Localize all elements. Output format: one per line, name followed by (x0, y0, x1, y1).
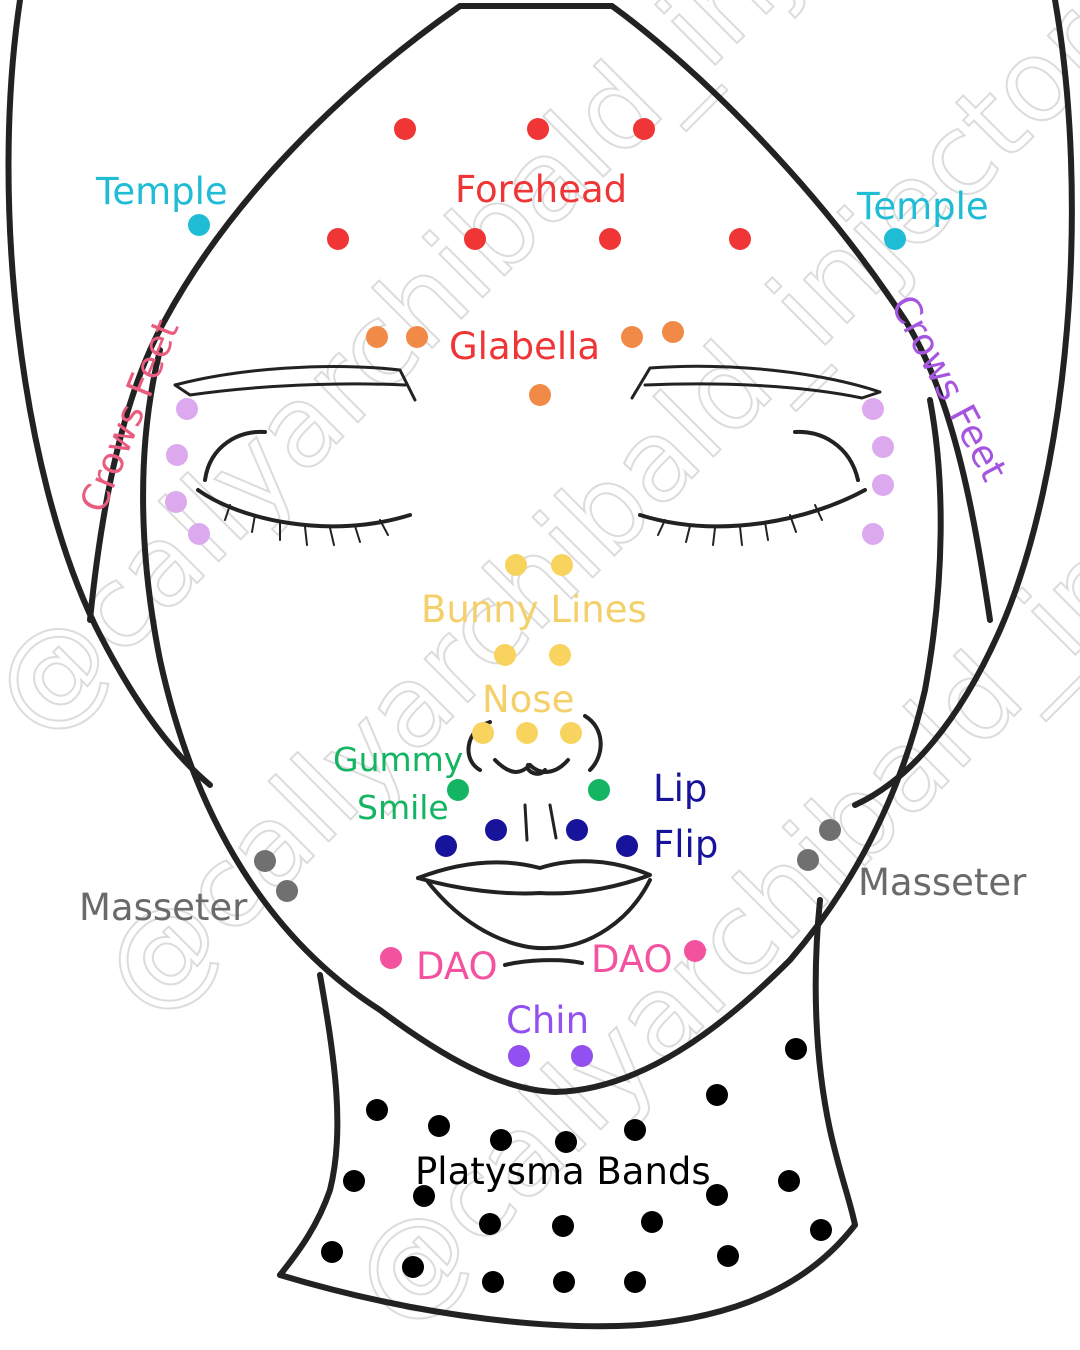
platysma-point (413, 1185, 435, 1207)
hair-outline (5, 0, 1075, 808)
nose-point (516, 722, 538, 744)
platysma-point (479, 1213, 501, 1235)
crows-feet-point (872, 436, 894, 458)
glabella-point (621, 326, 643, 348)
forehead-points (327, 118, 751, 250)
platysma-point (810, 1219, 832, 1241)
collar-line (277, 1222, 858, 1330)
bunny-lines-point (549, 644, 571, 666)
face-outline (5, 0, 1075, 1330)
left-eye (196, 429, 412, 529)
forehead-point (327, 228, 349, 250)
forehead-point (599, 228, 621, 250)
nose-point (560, 722, 582, 744)
gummy-smile-point (588, 779, 610, 801)
masseter-points (254, 819, 841, 902)
glabella-point (529, 384, 551, 406)
temple-point (188, 214, 210, 236)
temple-points (188, 214, 906, 250)
platysma-point (553, 1271, 575, 1293)
platysma-point (706, 1184, 728, 1206)
lip-flip-point (616, 835, 638, 857)
lip-flip-point (566, 819, 588, 841)
gummy-smile-point (447, 779, 469, 801)
glabella-point (366, 326, 388, 348)
bunny-lines-points (494, 554, 573, 666)
masseter-point (797, 849, 819, 871)
platysma-point (785, 1038, 807, 1060)
crows-feet-point (166, 444, 188, 466)
gummy-smile-points (447, 779, 610, 801)
platysma-point (624, 1271, 646, 1293)
lips (416, 859, 652, 951)
injection-points (165, 118, 906, 1293)
bunny-lines-point (505, 554, 527, 576)
platysma-point (366, 1099, 388, 1121)
lip-flip-point (485, 819, 507, 841)
chin-crease (503, 958, 584, 967)
crows-feet-point (188, 523, 210, 545)
bunny-lines-point (494, 644, 516, 666)
label-lip: Lip (653, 767, 707, 810)
masseter-point (819, 819, 841, 841)
right-eyebrow (630, 364, 882, 400)
dao-points (380, 940, 706, 969)
bunny-lines-point (551, 554, 573, 576)
nose-point (472, 722, 494, 744)
dao-point (684, 940, 706, 962)
label-flip: Flip (653, 823, 718, 866)
platysma-point (490, 1129, 512, 1151)
neck-outline (277, 897, 858, 1278)
label-dao-left: DAO (416, 945, 498, 988)
masseter-point (276, 880, 298, 902)
platysma-point (641, 1211, 663, 1233)
forehead-point (729, 228, 751, 250)
platysma-points (321, 1038, 832, 1293)
forehead-point (394, 118, 416, 140)
hairline (87, 3, 993, 623)
glabella-points (366, 321, 684, 406)
platysma-point (343, 1170, 365, 1192)
platysma-point (778, 1170, 800, 1192)
label-temple-left: Temple (95, 170, 228, 213)
nose (466, 714, 603, 776)
forehead-point (633, 118, 655, 140)
nose-points (472, 722, 582, 744)
crows-feet-point (872, 474, 894, 496)
face-jaw (140, 347, 944, 1095)
crows-feet-point (862, 398, 884, 420)
left-lashes (224, 504, 389, 546)
temple-point (884, 228, 906, 250)
lip-flip-point (435, 835, 457, 857)
right-lashes (657, 504, 823, 546)
platysma-point (428, 1115, 450, 1137)
dao-point (380, 947, 402, 969)
platysma-point (717, 1245, 739, 1267)
chin-point (508, 1045, 530, 1067)
crows-feet-point (862, 523, 884, 545)
chin-point (571, 1045, 593, 1067)
glabella-point (662, 321, 684, 343)
right-eye (638, 429, 867, 529)
lip-flip-points (435, 819, 638, 857)
chin-points (508, 1045, 593, 1067)
platysma-point (555, 1131, 577, 1153)
platysma-point (706, 1084, 728, 1106)
platysma-point (321, 1241, 343, 1263)
forehead-point (464, 228, 486, 250)
forehead-point (527, 118, 549, 140)
platysma-point (482, 1271, 504, 1293)
crows-feet-point (176, 398, 198, 420)
platysma-point (552, 1215, 574, 1237)
crows-feet-point (165, 491, 187, 513)
platysma-point (624, 1119, 646, 1141)
crows-feet-points (165, 398, 894, 545)
platysma-point (402, 1256, 424, 1278)
left-eyebrow (173, 365, 417, 402)
masseter-point (254, 850, 276, 872)
philtrum (523, 803, 558, 842)
glabella-point (406, 326, 428, 348)
